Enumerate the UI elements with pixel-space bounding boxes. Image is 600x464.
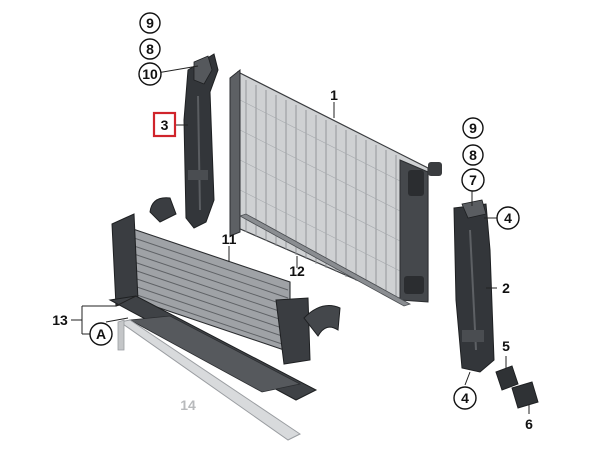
callout-10: 10	[138, 62, 162, 86]
svg-text:10: 10	[142, 66, 158, 82]
callout-14-faded: 14	[180, 397, 196, 413]
svg-text:4: 4	[504, 210, 512, 226]
svg-text:9: 9	[146, 15, 154, 31]
svg-text:4: 4	[461, 390, 469, 406]
clip-part-5	[495, 365, 519, 391]
callout-13: 13	[52, 312, 68, 328]
svg-text:6: 6	[525, 416, 533, 432]
svg-text:2: 2	[502, 280, 510, 296]
callout-9-right: 9	[462, 117, 484, 139]
svg-text:8: 8	[146, 41, 154, 57]
callout-11: 11	[222, 231, 237, 247]
callout-6: 6	[525, 416, 533, 432]
callout-3-highlighted: 3	[152, 111, 177, 138]
callout-7: 7	[461, 168, 485, 192]
svg-text:1: 1	[330, 87, 338, 103]
svg-text:13: 13	[52, 312, 68, 328]
svg-text:3: 3	[161, 117, 169, 133]
guide-plate-part-13	[108, 295, 318, 401]
radiator-part-1	[229, 68, 442, 303]
shield-part-14	[117, 319, 301, 441]
svg-text:A: A	[96, 326, 106, 342]
leader-lines	[71, 65, 530, 414]
svg-text:11: 11	[222, 231, 237, 247]
bracket-part-3	[183, 53, 219, 229]
svg-text:8: 8	[469, 147, 477, 163]
bracket-part-2	[453, 199, 495, 373]
callout-12: 12	[289, 263, 305, 279]
callout-9-left: 9	[139, 12, 161, 34]
svg-text:7: 7	[469, 172, 477, 188]
callout-8-left: 8	[139, 38, 161, 60]
callout-4-top: 4	[496, 206, 520, 230]
callout-4-bottom: 4	[453, 386, 477, 410]
callout-8-right: 8	[462, 144, 484, 166]
clip-part-6	[511, 381, 539, 409]
svg-text:5: 5	[502, 338, 510, 354]
callout-2: 2	[502, 280, 510, 296]
seal-strip-part-12	[239, 213, 411, 307]
callout-5: 5	[502, 338, 510, 354]
intercooler-part-11	[111, 197, 341, 365]
svg-text:12: 12	[289, 263, 305, 279]
callout-A: A	[89, 322, 113, 346]
callout-1: 1	[330, 87, 338, 103]
svg-text:14: 14	[180, 397, 196, 413]
svg-text:9: 9	[469, 120, 477, 136]
